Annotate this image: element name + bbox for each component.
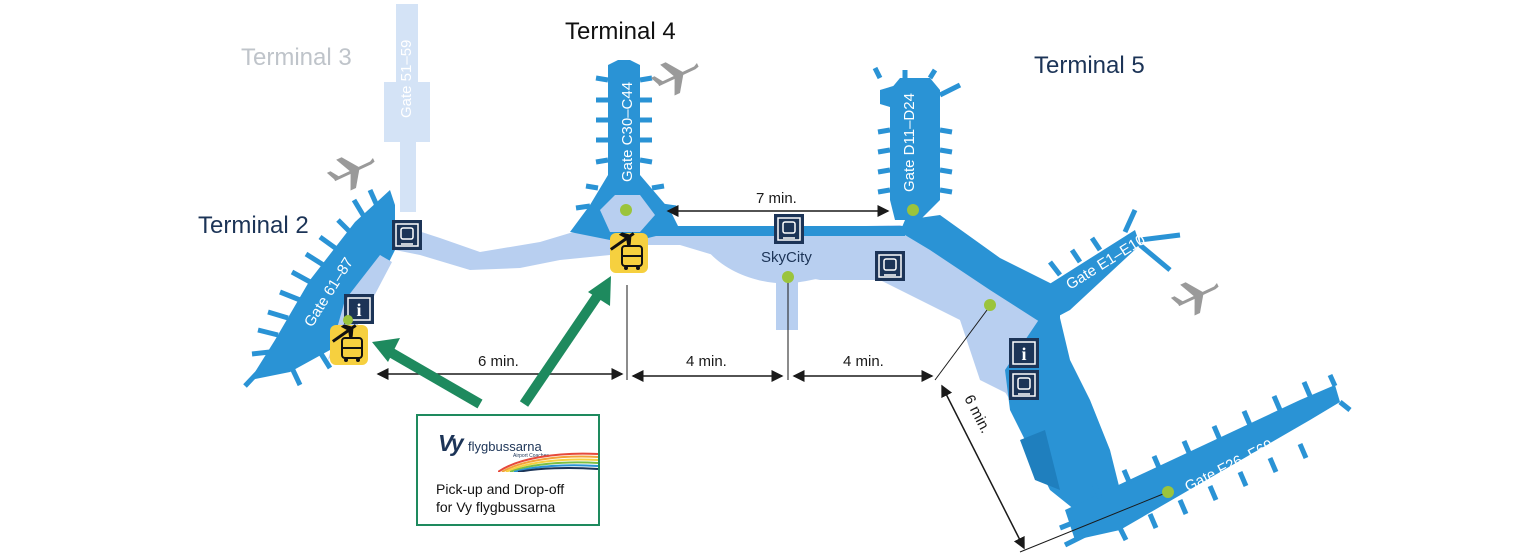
terminal-5-label: Terminal 5 <box>1034 52 1145 79</box>
svg-text:4 min.: 4 min. <box>843 353 884 370</box>
walk-time-t4-t5: 7 min. <box>666 190 890 217</box>
walk-time-t4-skycity: 4 min. <box>631 353 784 382</box>
gate-c30-c44-label: Gate C30–C44 <box>619 82 636 182</box>
vy-flygbussarna-box: Vy flygbussarna Airport Coaches Pick-up … <box>416 414 600 526</box>
train-icon <box>392 220 422 250</box>
train-icon <box>774 214 804 244</box>
bus-stop-icon <box>609 232 648 273</box>
gate-e1-e10-label: Gate E1–E10 <box>1063 231 1148 293</box>
rainbow-swoosh-icon <box>498 452 598 472</box>
terminal-4-pier: Gate C30–C44 <box>570 60 905 240</box>
vy-brand-sub: Airport Coaches <box>513 453 549 459</box>
terminal-4-label: Terminal 4 <box>565 18 676 45</box>
plane-icon <box>1170 282 1219 316</box>
skycity-label: SkyCity <box>761 249 812 266</box>
bus-stop-icon <box>330 324 368 365</box>
svg-text:i: i <box>1021 344 1026 364</box>
gate-51-59-label: Gate 51–59 <box>398 40 415 118</box>
vy-logo: Vy <box>438 430 464 456</box>
terminal-2-label: Terminal 2 <box>198 212 309 239</box>
plane-icon <box>650 62 699 96</box>
train-icon <box>875 251 905 281</box>
info-icon: i <box>1009 338 1039 368</box>
svg-text:7 min.: 7 min. <box>756 190 797 207</box>
vy-line-2: for Vy flygbussarna <box>436 499 556 515</box>
walk-time-skycity-t5: 4 min. <box>792 353 934 382</box>
vy-brand: flygbussarna <box>468 439 542 454</box>
svg-text:i: i <box>356 300 361 320</box>
reference-points <box>343 204 1174 553</box>
train-icon <box>1009 370 1039 400</box>
svg-text:6 min.: 6 min. <box>960 392 994 436</box>
plane-icon <box>326 157 375 191</box>
bus-stop-pointer-arrows <box>372 276 611 409</box>
vy-line-1: Pick-up and Drop-off <box>436 481 565 497</box>
svg-text:4 min.: 4 min. <box>686 353 727 370</box>
vy-description: Pick-up and Drop-off for Vy flygbussarna <box>436 480 606 516</box>
gate-d11-d24-label: Gate D11–D24 <box>901 93 918 192</box>
terminal-3-label: Terminal 3 <box>241 44 352 71</box>
svg-text:6 min.: 6 min. <box>478 353 519 370</box>
terminal-3-pier: Gate 51–59 <box>384 4 430 212</box>
